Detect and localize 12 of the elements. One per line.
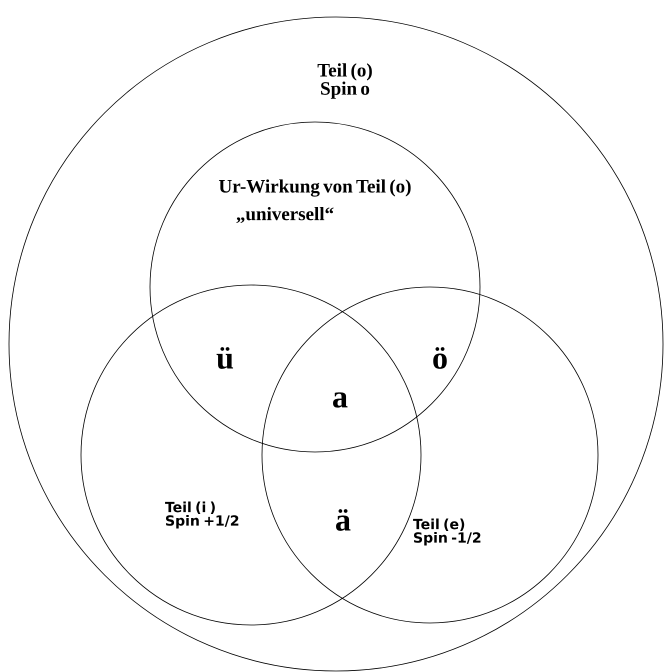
- circle-label: Teil (o) Spin o: [318, 63, 372, 99]
- region-letter: ä: [336, 509, 351, 531]
- region-letter: ü: [216, 347, 234, 369]
- region-letter: ö: [433, 347, 447, 369]
- circle: [262, 286, 598, 624]
- circle: [150, 122, 480, 452]
- circle-label: Teil (i ) Spin +1/2: [165, 501, 238, 529]
- circle-label: Teil (e) Spin -1/2: [413, 518, 480, 546]
- circle: [8, 16, 664, 672]
- region-letter: a: [333, 392, 348, 408]
- circle-label: „universell“: [236, 206, 334, 224]
- circle-label: Ur-Wirkung von Teil (o): [218, 179, 411, 197]
